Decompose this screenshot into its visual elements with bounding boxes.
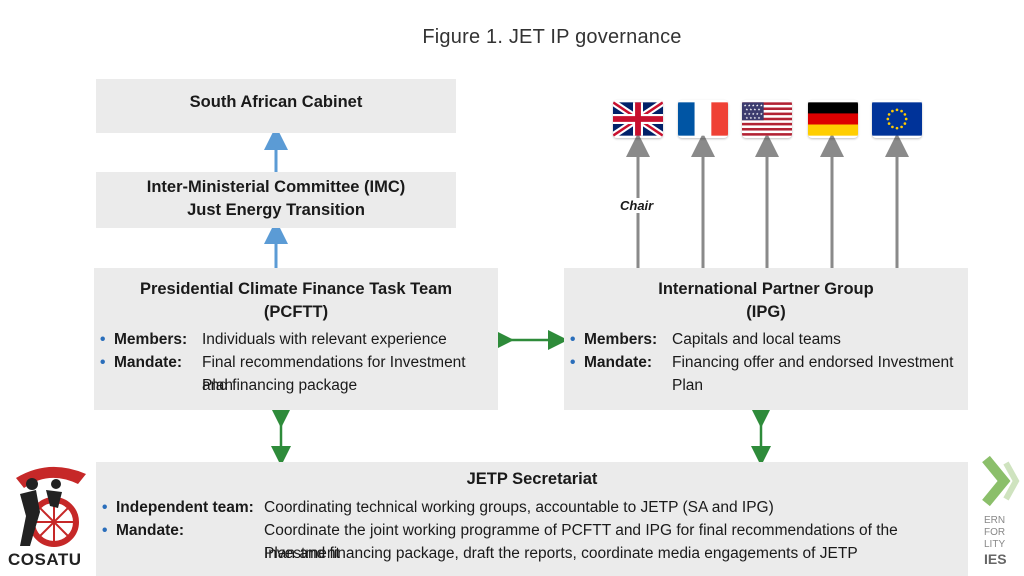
ipg-box: International Partner Group (IPG) • Memb… bbox=[564, 268, 968, 410]
secretariat-mandate-value-2: Plan and financing package, draft the re… bbox=[264, 545, 858, 562]
cosatu-emblem-icon bbox=[16, 466, 86, 547]
secretariat-box: JETP Secretariat • Independent team: Coo… bbox=[96, 462, 968, 576]
partner-text-1: ERN bbox=[984, 515, 1006, 526]
figure-title: Figure 1. JET IP governance bbox=[422, 26, 682, 48]
ipg-members-label: Members: bbox=[584, 331, 658, 348]
france-flag-icon bbox=[678, 100, 728, 138]
secretariat-team-value: Coordinating technical working groups, a… bbox=[264, 499, 774, 516]
ipg-members-row: • Members: bbox=[570, 328, 657, 351]
germany-flag-icon bbox=[808, 100, 858, 138]
ipg-mandate-value-2: Plan bbox=[672, 377, 704, 394]
pcftt-box: Presidential Climate Finance Task Team (… bbox=[94, 268, 498, 410]
pcftt-members-value: Individuals with relevant experience bbox=[202, 331, 447, 348]
svg-text:★ ★ ★ ★: ★ ★ ★ ★ bbox=[745, 108, 760, 112]
partner-text-4: IES bbox=[984, 551, 1007, 567]
chair-label: Chair bbox=[618, 198, 656, 213]
bullet-icon: • bbox=[102, 522, 108, 539]
pcftt-members-label: Members: bbox=[114, 331, 188, 348]
secretariat-mandate-label: Mandate: bbox=[116, 522, 185, 539]
partner-text-3: LITY bbox=[984, 539, 1006, 550]
imc-title-line2: Just Energy Transition bbox=[187, 201, 365, 219]
ipg-members-value: Capitals and local teams bbox=[672, 331, 841, 348]
pcftt-title-line1: Presidential Climate Finance Task Team bbox=[139, 280, 453, 298]
secretariat-team-label: Independent team: bbox=[116, 499, 254, 516]
uk-flag-icon bbox=[613, 100, 663, 138]
ipg-title-line1: International Partner Group bbox=[658, 280, 874, 298]
pcftt-title-line2: (PCFTT) bbox=[263, 303, 329, 321]
secretariat-title: JETP Secretariat bbox=[466, 470, 598, 488]
partner-logo: ERN FOR LITY IES bbox=[982, 455, 1024, 573]
bullet-icon: • bbox=[100, 331, 106, 348]
pcftt-mandate-label: Mandate: bbox=[114, 354, 183, 371]
svg-text:★ ★ ★ ★: ★ ★ ★ ★ bbox=[745, 116, 760, 120]
cosatu-logo: COSATU bbox=[6, 460, 92, 572]
cosatu-wordmark: COSATU bbox=[8, 550, 82, 569]
pcftt-mandate-value: Final recommendations for Investment Pla… bbox=[202, 354, 466, 394]
cabinet-box: South African Cabinet bbox=[96, 79, 456, 133]
cabinet-title: South African Cabinet bbox=[189, 93, 363, 111]
imc-box: Inter-Ministerial Committee (IMC) Just E… bbox=[96, 172, 456, 228]
svg-text:★ ★ ★ ★ ★: ★ ★ ★ ★ ★ bbox=[744, 112, 763, 116]
ipg-mandate-value: Financing offer and endorsed Investment bbox=[672, 354, 954, 371]
secretariat-team-row: • Independent team: bbox=[102, 496, 254, 519]
bullet-icon: • bbox=[100, 354, 106, 371]
ipg-mandate-row: • Mandate: bbox=[570, 351, 652, 374]
imc-title-line1: Inter-Ministerial Committee (IMC) bbox=[146, 178, 406, 196]
usa-flag-icon: ★ ★ ★ ★ ★ ★ ★ ★ ★ ★ ★ ★ ★ ★ ★ ★ ★ ★ bbox=[742, 100, 792, 138]
bullet-icon: • bbox=[570, 354, 576, 371]
bullet-icon: • bbox=[570, 331, 576, 348]
secretariat-mandate-row: • Mandate: bbox=[102, 519, 184, 542]
pcftt-mandate-row: • Mandate: bbox=[100, 351, 182, 374]
partner-emblem-icon bbox=[982, 455, 1020, 507]
bullet-icon: • bbox=[102, 499, 108, 516]
secretariat-mandate-value: Coordinate the joint working programme o… bbox=[264, 522, 898, 562]
partner-text-2: FOR bbox=[984, 527, 1006, 538]
pcftt-mandate-value-2: and financing package bbox=[202, 377, 358, 394]
ipg-mandate-label: Mandate: bbox=[584, 354, 653, 371]
pcftt-members-row: • Members: bbox=[100, 328, 187, 351]
ipg-title-line2: (IPG) bbox=[746, 303, 786, 321]
svg-text:★ ★ ★ ★ ★: ★ ★ ★ ★ ★ bbox=[744, 104, 763, 108]
eu-flag-icon bbox=[872, 100, 922, 138]
